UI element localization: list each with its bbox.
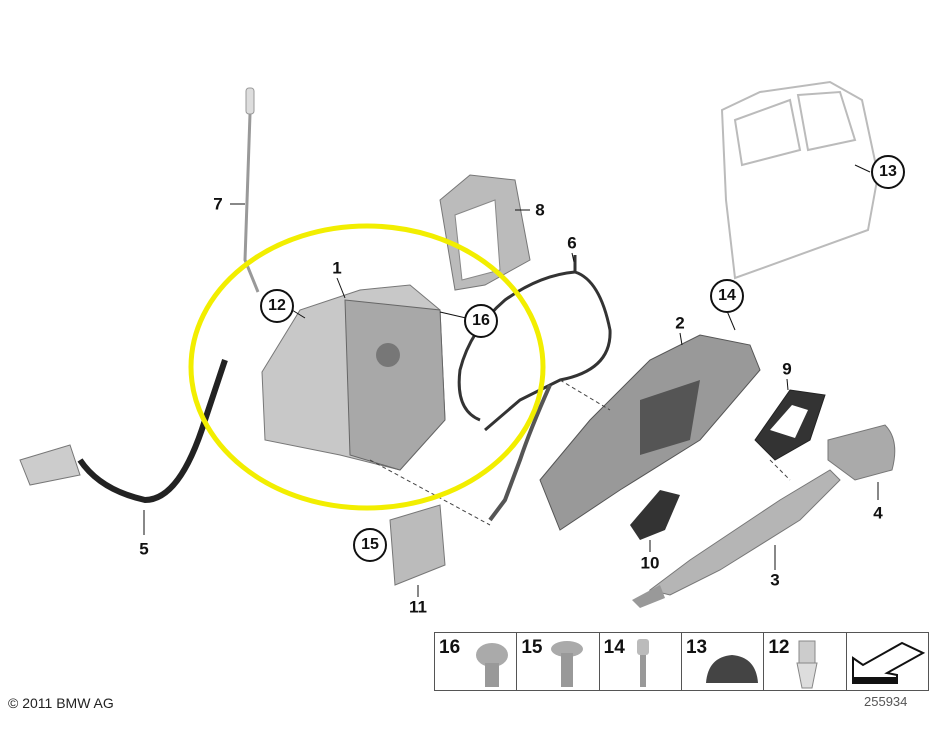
- door-part-13: [720, 80, 880, 280]
- callout-3: 3: [770, 570, 780, 590]
- legend-item-16: 16: [435, 633, 518, 690]
- callout-6: 6: [567, 233, 577, 253]
- callout-9: 9: [782, 359, 792, 379]
- callout-7: 7: [213, 194, 223, 214]
- callout-5: 5: [139, 539, 149, 559]
- assembly-lines: [369, 379, 791, 526]
- handle-part-3: [632, 469, 841, 608]
- clip-icon: [796, 640, 818, 689]
- callout-13: 13: [871, 155, 905, 189]
- legend-item-14: 14: [600, 633, 682, 690]
- callout-11: 11: [409, 597, 427, 617]
- gasket-part-10: [630, 490, 680, 540]
- fastener-legend: 16 15 14 13 12: [434, 632, 929, 691]
- callout-2: 2: [675, 313, 685, 333]
- handle-carrier-part-2: [539, 334, 761, 531]
- legend-direction-arrow: [847, 633, 928, 690]
- lock-part-1: [261, 284, 446, 471]
- cable-part-5: [19, 359, 228, 535]
- highlight-ellipse: [188, 223, 546, 511]
- callout-1: 1: [332, 258, 342, 278]
- legend-item-12: 12: [764, 633, 847, 690]
- cap-part-4: [827, 424, 896, 500]
- rod-part-7: [230, 87, 260, 293]
- copyright-text: © 2011 BMW AG: [8, 695, 114, 711]
- bracket-part-8: [439, 174, 531, 291]
- screw-icon: [476, 643, 508, 687]
- callout-16: 16: [464, 304, 498, 338]
- diagram-reference-number: 255934: [864, 694, 908, 709]
- screw-icon: [551, 641, 584, 687]
- plug-icon: [705, 655, 758, 683]
- callout-14: 14: [710, 279, 744, 313]
- callout-15: 15: [353, 528, 387, 562]
- callout-8: 8: [535, 200, 545, 220]
- callout-10: 10: [640, 553, 660, 573]
- striker-part-11: [389, 504, 446, 597]
- callout-4: 4: [873, 503, 883, 523]
- legend-item-13: 13: [682, 633, 765, 690]
- direction-arrow-icon: [851, 641, 925, 684]
- callout-12: 12: [260, 289, 294, 323]
- legend-item-15: 15: [517, 633, 600, 690]
- bolt-icon: [636, 639, 649, 687]
